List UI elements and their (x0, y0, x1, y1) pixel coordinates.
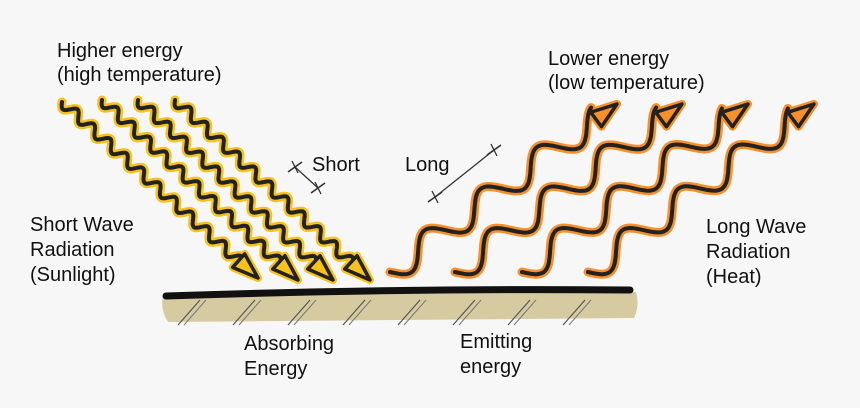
ground-hatch (562, 299, 586, 326)
wavelength-markers (287, 143, 502, 204)
long-wave-label-3: (Heat) (706, 266, 762, 288)
marker-tick (291, 160, 299, 174)
wave-line (453, 105, 659, 277)
surface-line (162, 286, 634, 300)
arrowhead (786, 102, 816, 129)
short-label: Short (312, 154, 360, 176)
absorbing-label-1: Absorbing (244, 333, 335, 355)
wave-line (520, 106, 724, 277)
short-wave-label-1: Short Wave (30, 214, 134, 236)
ground-hatch (287, 299, 311, 326)
arrowhead (653, 102, 684, 129)
long-wave-arrow (517, 100, 752, 279)
ground-hatch (183, 299, 207, 326)
ground-hatch (452, 299, 476, 326)
short-wave-arrow (97, 95, 302, 284)
ground-hatch (238, 299, 262, 326)
ground-hatch (293, 299, 317, 326)
ground-hatch (403, 299, 427, 326)
wave-line (135, 98, 319, 268)
short-wave-arrow (133, 95, 337, 284)
long-wave-label-2: Radiation (706, 241, 791, 263)
arrowhead (306, 254, 335, 282)
ground-hatch (232, 299, 256, 326)
marker-tick (431, 190, 439, 204)
long-wave-arrow (450, 100, 686, 279)
long-wave-arrow (385, 100, 621, 279)
wave-line (586, 106, 790, 277)
short-wave-label-3: (Sunlight) (30, 264, 116, 286)
long-wave-label-1: Long Wave (706, 216, 807, 238)
arrowhead (230, 252, 260, 280)
ground-hatch (177, 299, 201, 326)
arrowhead (271, 254, 300, 282)
long-label: Long (405, 154, 450, 176)
marker-tick (314, 181, 322, 195)
wave-line (388, 105, 594, 277)
ground-hatch (458, 299, 482, 326)
short-wave-arrows (57, 95, 374, 284)
low-temperature-label: (low temperature) (548, 72, 705, 94)
arrowhead (343, 254, 372, 282)
higher-energy-label: Higher energy (57, 40, 183, 62)
emitting-label-1: Emitting (460, 331, 533, 353)
absorbing-label-2: Energy (244, 358, 308, 380)
long-wave-arrows (385, 100, 818, 279)
marker-line (434, 149, 495, 198)
ground (162, 286, 638, 326)
ground-hatch (568, 299, 592, 326)
arrowhead (720, 102, 750, 129)
ground-band (162, 292, 638, 322)
ground-hatch (397, 299, 421, 326)
short-wavelength-marker (287, 160, 326, 195)
marker-line (294, 166, 319, 189)
high-temperature-label: (high temperature) (57, 64, 222, 86)
short-wave-arrow (170, 95, 374, 284)
ground-hatch (513, 299, 537, 326)
emitting-label-2: energy (460, 356, 522, 378)
ground-hatch (342, 299, 366, 326)
long-wave-arrow (583, 100, 818, 279)
ground-hatch (348, 299, 372, 326)
wave-line (59, 100, 245, 265)
lower-energy-label: Lower energy (548, 48, 670, 70)
long-wavelength-marker (427, 143, 502, 204)
arrowhead (588, 102, 619, 129)
wave-line (99, 98, 283, 270)
marker-tick (490, 143, 498, 157)
ground-hatch (507, 299, 531, 326)
short-wave-arrow (57, 97, 262, 282)
short-wave-label-2: Radiation (30, 239, 115, 261)
wave-line (172, 98, 356, 268)
